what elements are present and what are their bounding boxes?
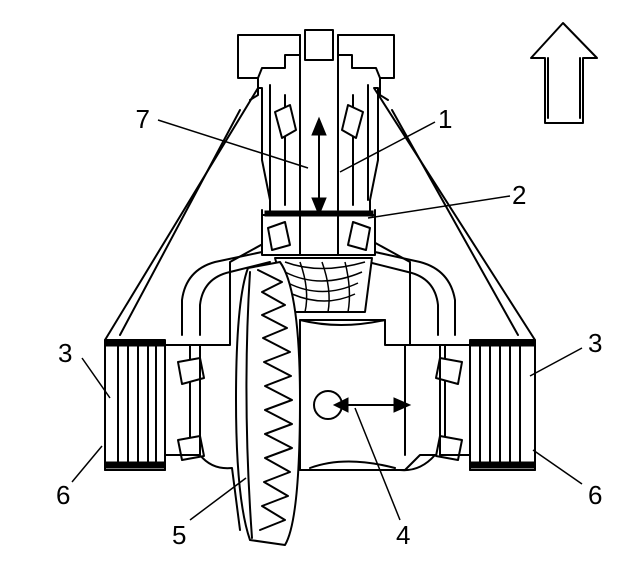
side-bearing-right — [435, 344, 471, 461]
carrier-side-play-arrow — [313, 390, 412, 420]
pinion-bearing-lower — [261, 214, 376, 256]
callout-6-left: 6 — [56, 480, 70, 510]
callout-3-right: 3 — [588, 328, 602, 358]
callout-5: 5 — [172, 520, 186, 550]
callout-2: 2 — [512, 180, 526, 210]
callout-1: 1 — [438, 104, 452, 134]
pinion-yoke — [237, 29, 395, 211]
leader-lines — [71, 119, 583, 521]
ring-gear — [235, 261, 301, 546]
callout-4: 4 — [396, 520, 410, 550]
side-adjuster-left — [104, 339, 166, 471]
differential-case — [299, 319, 446, 471]
pinion-axial-play-arrow — [311, 116, 327, 217]
drive-pinion-gear — [274, 257, 373, 313]
callout-3-left: 3 — [58, 338, 72, 368]
side-adjuster-right — [469, 339, 536, 471]
callout-6-right: 6 — [588, 480, 602, 510]
callout-7: 7 — [136, 104, 150, 134]
pinion-bearing-upper — [274, 104, 364, 139]
side-bearing-left — [164, 344, 205, 461]
forward-direction-arrow — [530, 22, 598, 124]
